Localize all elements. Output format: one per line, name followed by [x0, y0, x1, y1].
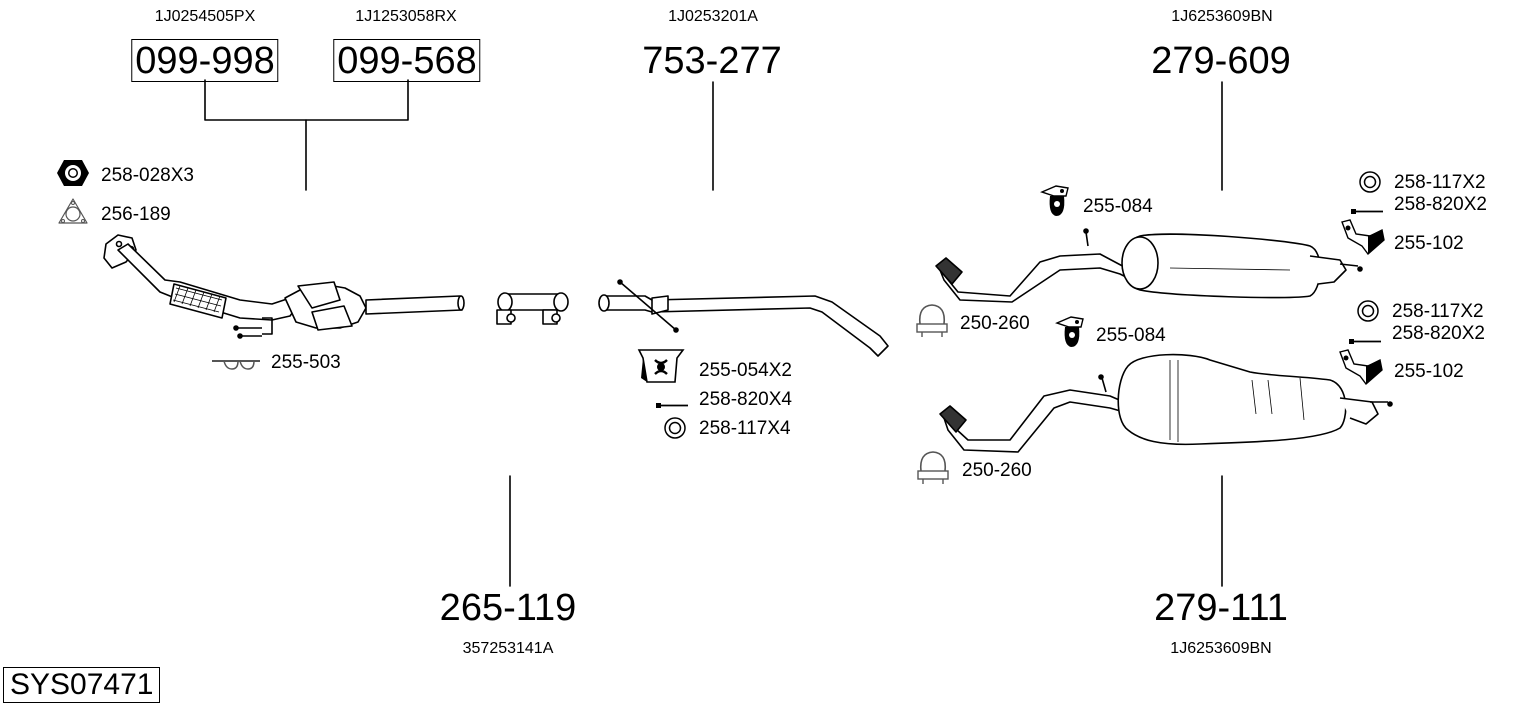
accessory-label[interactable]: 258-820X4 [699, 389, 792, 410]
bolt-icon [1351, 209, 1383, 214]
part-number[interactable]: 265-119 [439, 587, 577, 629]
hex-nut-icon [57, 160, 89, 186]
bolt-icon [1349, 339, 1381, 344]
accessory-label[interactable]: 255-084 [1083, 196, 1153, 217]
pipe-clamp-icon [917, 451, 949, 484]
accessory-label[interactable]: 255-054X2 [699, 360, 792, 381]
part-number[interactable]: 753-277 [642, 40, 782, 82]
oe-number: 357253141A [462, 640, 554, 657]
accessory-label[interactable]: 250-260 [962, 460, 1032, 481]
oe-number: 1J6253609BN [1170, 640, 1272, 657]
accessory-label[interactable]: 250-260 [960, 313, 1030, 334]
washer-icon [1357, 300, 1379, 322]
part-number[interactable]: 279-111 [1154, 587, 1288, 629]
bracket-connector-line [204, 79, 409, 121]
system-code: SYS07471 [3, 667, 161, 703]
oe-number: 1J0254505PX [154, 8, 256, 25]
part-number-box[interactable]: 099-568 [333, 39, 481, 82]
accessory-label[interactable]: 255-102 [1394, 233, 1464, 254]
hanger-icon [637, 349, 685, 383]
connector-clamp-drawing [496, 292, 569, 325]
pipe-clamp-icon [916, 304, 948, 337]
accessory-label[interactable]: 255-503 [271, 352, 341, 373]
oe-number: 1J1253058RX [355, 8, 457, 25]
rubber-hanger-icon [1055, 316, 1084, 347]
accessory-label[interactable]: 255-102 [1394, 361, 1464, 382]
accessory-label[interactable]: 258-117X2 [1394, 172, 1486, 193]
rubber-mount-icon [212, 360, 260, 370]
oe-number: 1J0253201A [668, 8, 758, 25]
accessory-label[interactable]: 255-084 [1096, 325, 1166, 346]
accessory-label[interactable]: 258-117X4 [699, 418, 791, 439]
front-pipe-drawing [103, 234, 465, 339]
washer-icon [664, 417, 686, 439]
bracket-icon [1339, 349, 1383, 386]
bolt-icon [656, 403, 688, 408]
part-number[interactable]: 279-609 [1151, 40, 1291, 82]
bracket-icon [1341, 219, 1385, 256]
part-number-box[interactable]: 099-998 [131, 39, 279, 82]
rear-silencer-bottom-drawing [939, 353, 1393, 453]
rear-silencer-top-drawing [935, 228, 1363, 303]
oe-number: 1J6253609BN [1171, 8, 1273, 25]
accessory-label[interactable]: 258-028X3 [101, 165, 194, 186]
middle-pipe-drawing [598, 279, 889, 357]
washer-icon [1359, 171, 1381, 193]
accessory-label[interactable]: 256-189 [101, 204, 171, 225]
rubber-hanger-icon [1040, 185, 1069, 216]
accessory-label[interactable]: 258-820X2 [1394, 194, 1487, 215]
accessory-label[interactable]: 258-820X2 [1392, 323, 1485, 344]
gasket-icon [58, 198, 88, 224]
accessory-label[interactable]: 258-117X2 [1392, 301, 1484, 322]
